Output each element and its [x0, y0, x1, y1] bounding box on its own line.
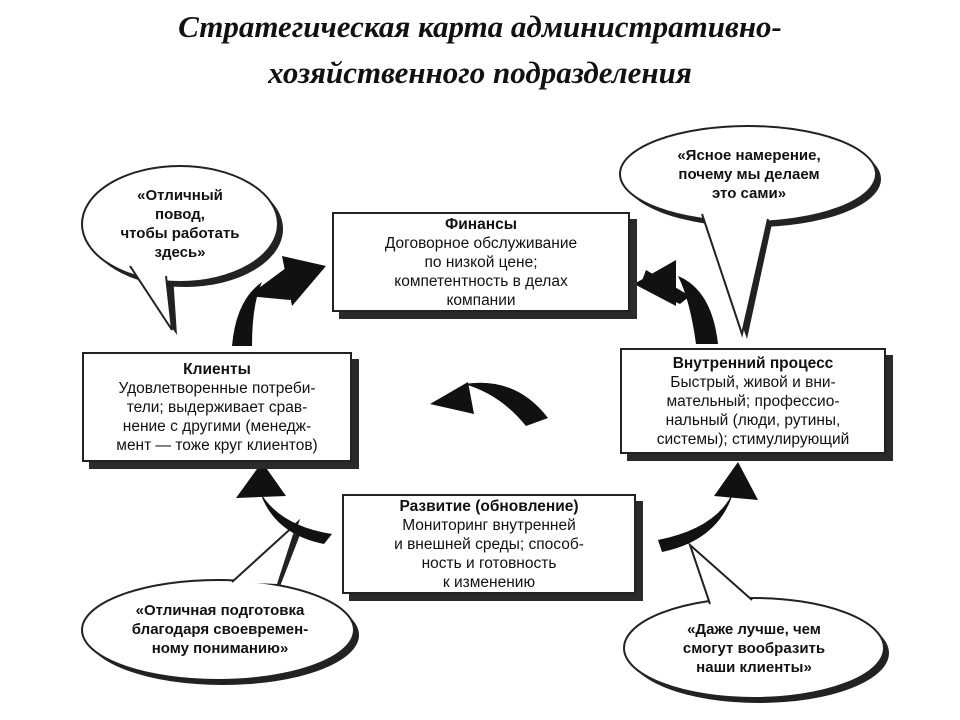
page-title: Стратегическая карта административно- хо…: [0, 4, 960, 96]
arrow-development-to-internal: [658, 462, 758, 552]
arrow-clients-to-finance: [232, 256, 326, 346]
box-finance-heading: Финансы: [445, 215, 517, 233]
bubble-top-right-text: «Ясное намерение, почему мы делаем это с…: [677, 147, 821, 202]
box-development-heading: Развитие (обновление): [399, 497, 579, 515]
bubble-top-left-text: «Отличный повод, чтобы работать здесь»: [120, 187, 240, 261]
bubble-bottom-left-text: «Отличная подготовка благодаря своевреме…: [131, 602, 309, 657]
box-internal-process: Внутренний процесс Быстрый, живой и вни-…: [620, 348, 886, 454]
box-development: Развитие (обновление) Мониторинг внутрен…: [342, 494, 636, 594]
title-line-1: Стратегическая карта административно-: [178, 9, 782, 44]
bubble-bottom-right: [623, 541, 889, 703]
box-finance-text: Договорное обслуживание по низкой цене; …: [384, 234, 578, 309]
arrow-internal-to-finance: [634, 260, 718, 344]
box-clients: Клиенты Удовлетворенные потреби- тели; в…: [82, 352, 352, 462]
box-clients-text: Удовлетворенные потреби- тели; выдержива…: [116, 379, 318, 454]
box-finance: Финансы Договорное обслуживание по низко…: [332, 212, 630, 312]
arrow-center-to-clients: [430, 382, 548, 426]
arrow-development-to-clients: [236, 462, 332, 544]
bubble-top-left: [81, 165, 283, 335]
box-internal-heading: Внутренний процесс: [672, 354, 834, 372]
title-line-2: хозяйственного подразделения: [268, 55, 692, 90]
box-internal-text: Быстрый, живой и вни- мательный; професс…: [656, 373, 850, 448]
box-clients-heading: Клиенты: [183, 360, 251, 378]
bubble-top-right: [619, 125, 881, 339]
box-development-text: Мониторинг внутренней и внешней среды; с…: [394, 516, 584, 591]
bubble-bottom-right-text: «Даже лучше, чем смогут вообразить наши …: [682, 621, 826, 676]
bubble-bottom-left: [81, 518, 359, 685]
